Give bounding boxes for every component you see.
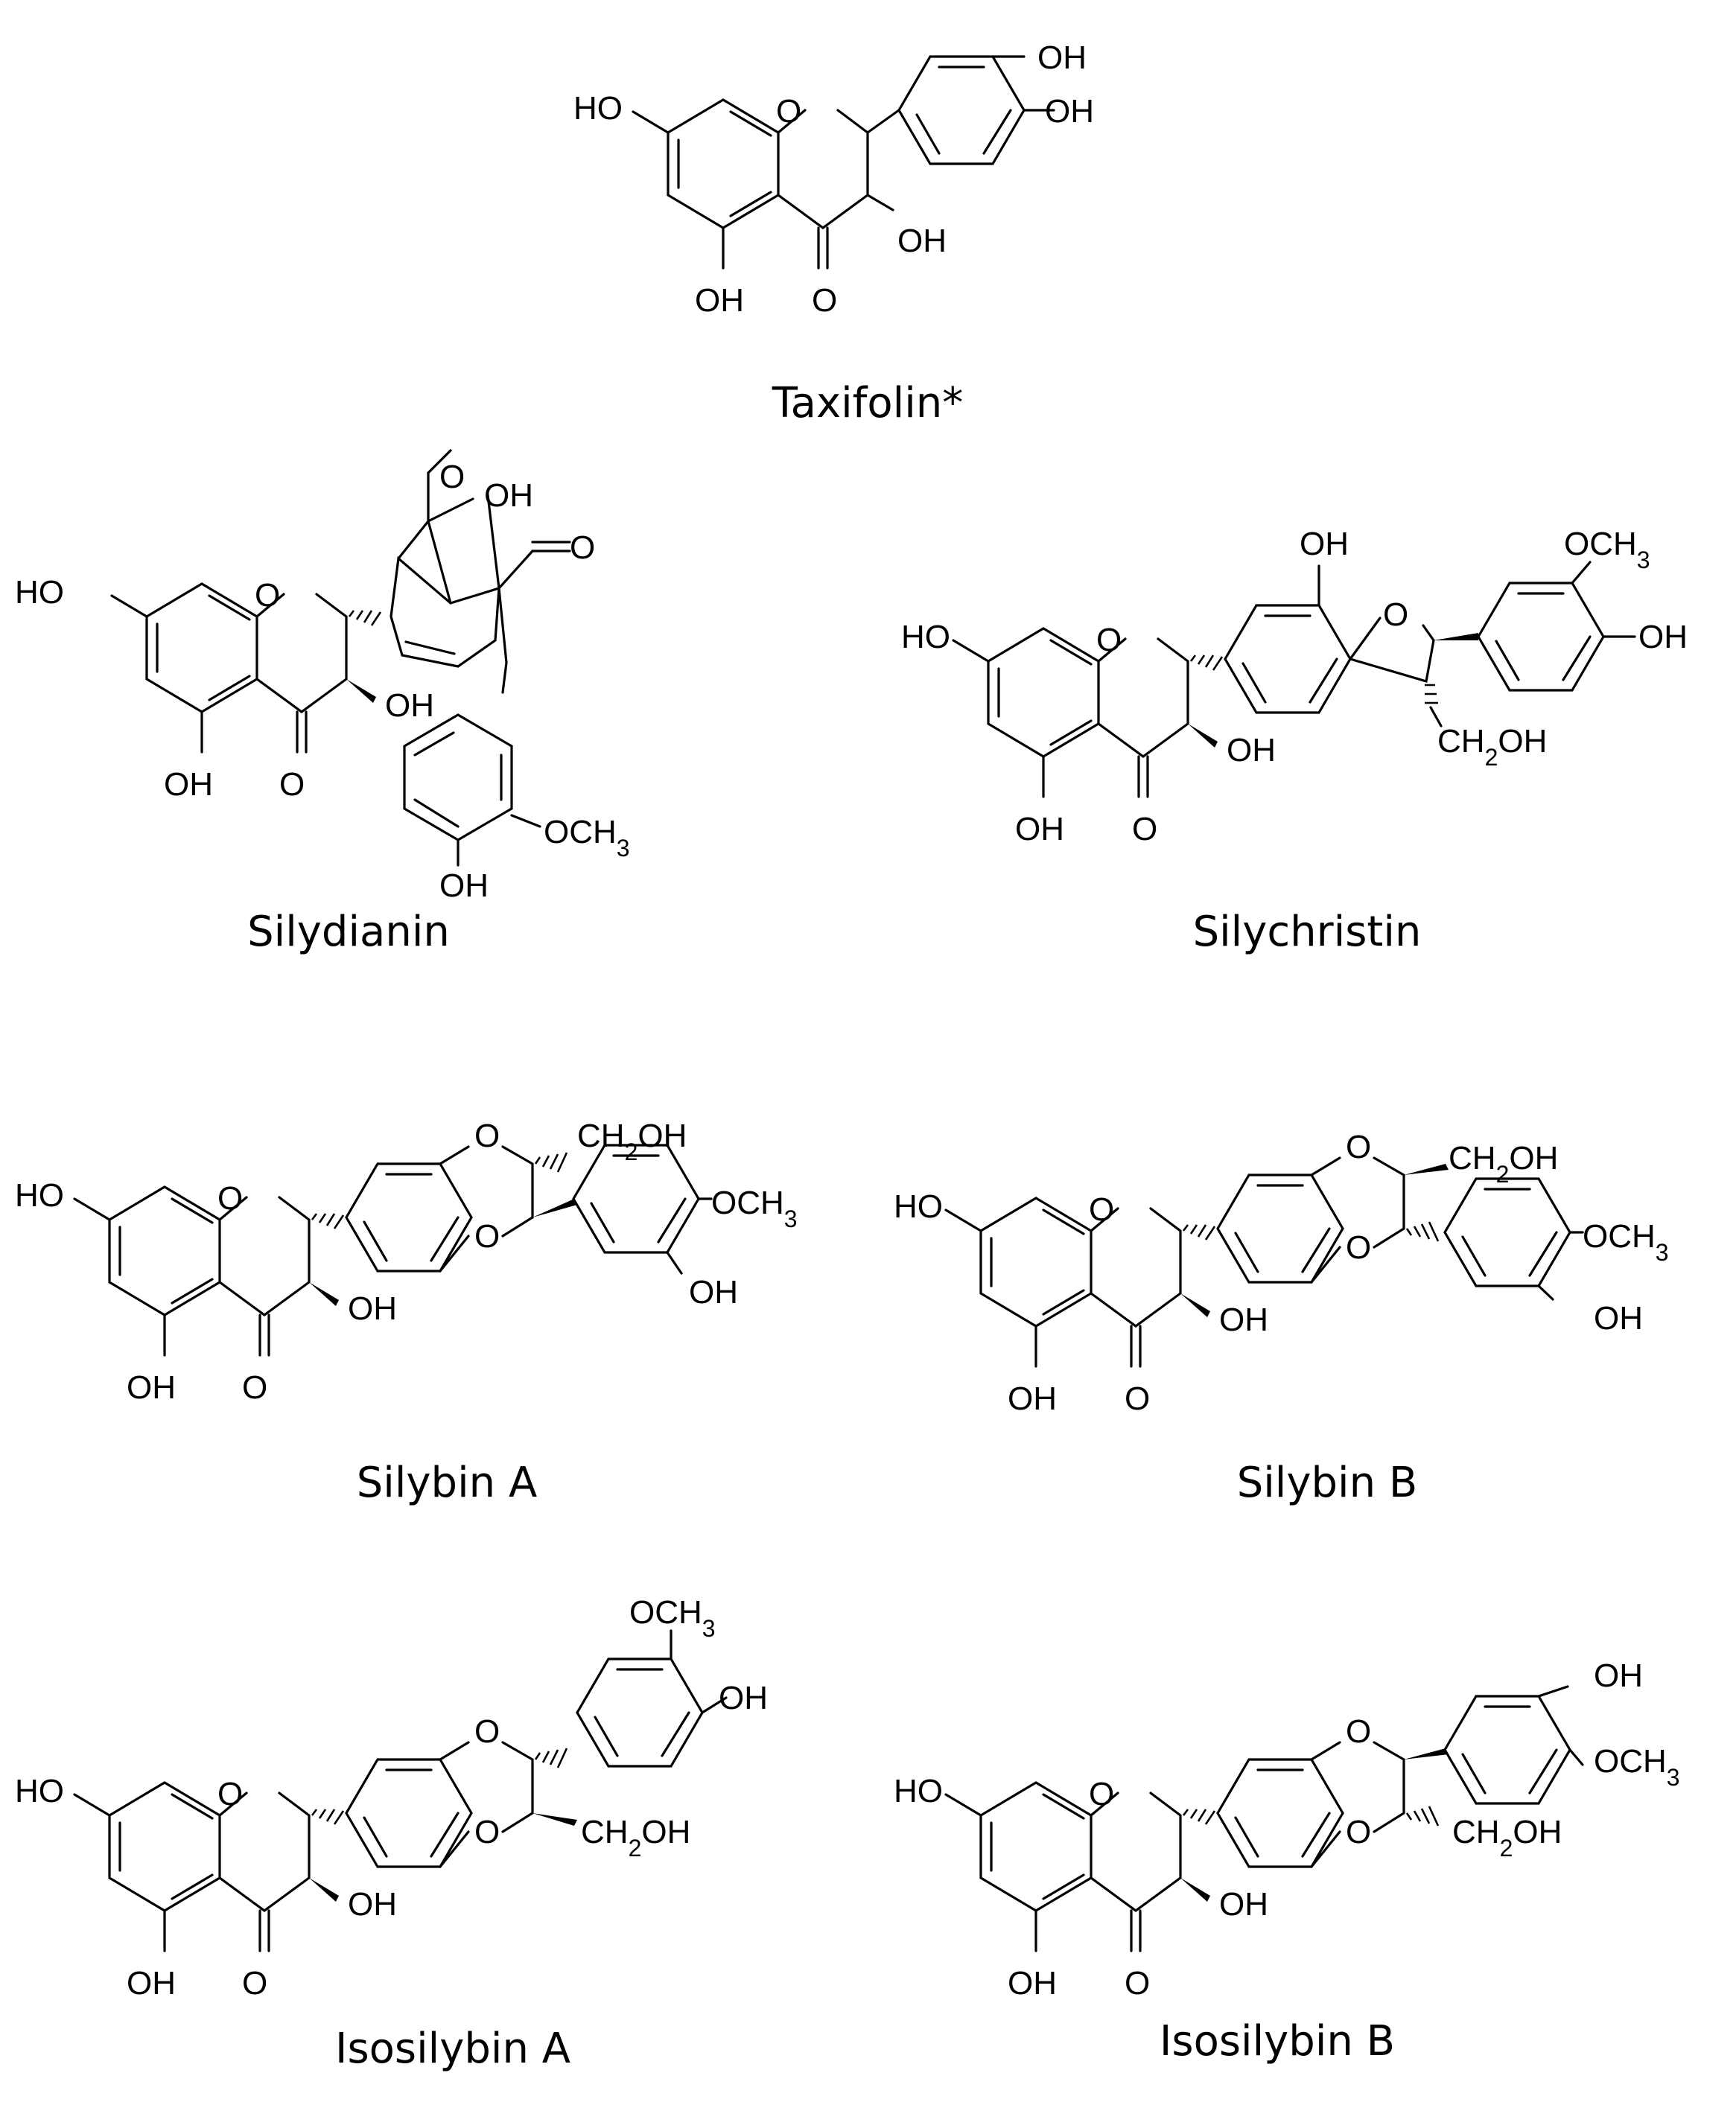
atom-label: CH2OH	[1452, 1814, 1562, 1862]
atom-label: OH	[1638, 619, 1688, 655]
atom-label: O	[242, 1369, 267, 1406]
atom-label: HO	[15, 1773, 64, 1809]
atom-label: OH	[1037, 39, 1087, 76]
atom-label: O	[279, 766, 305, 803]
silydianin-structure: O HO OH O OH O OH O OCH3 OH	[15, 449, 630, 904]
atom-label: OH	[689, 1274, 738, 1311]
atom-label: O	[474, 1218, 500, 1255]
atom-label: OH	[385, 687, 434, 724]
name-silybin-a: Silybin A	[357, 1459, 538, 1507]
atom-label: OH	[1008, 1965, 1057, 2001]
isosilybin-a-structure: O HO OH O OH O O CH2OH OCH3 OH	[15, 1594, 768, 2001]
atom-label: O	[217, 1776, 243, 1812]
atom-label: HO	[901, 619, 950, 655]
atom-label: O	[1346, 1814, 1371, 1850]
atom-label: O	[439, 459, 465, 495]
name-silybin-b: Silybin B	[1237, 1459, 1418, 1507]
atom-label: OH	[1015, 811, 1064, 847]
silybin-a-structure: O HO OH O OH O O CH2OH OCH3 OH	[15, 1118, 798, 1406]
atom-label: OH	[439, 867, 489, 904]
isosilybin-b-structure: O HO OH O OH O O CH2OH OH OCH3	[894, 1657, 1680, 2001]
atom-label: OCH3	[544, 814, 630, 862]
atom-label: O	[1125, 1380, 1150, 1417]
atom-label: O	[812, 282, 837, 319]
atom-label: OH	[897, 223, 947, 259]
atom-label: OH	[695, 282, 744, 319]
atom-label: CH2OH	[581, 1814, 690, 1862]
atom-label: OH	[1227, 732, 1276, 768]
atom-label: HO	[894, 1773, 943, 1809]
atom-label: OH	[127, 1369, 176, 1406]
atom-label: CH2OH	[577, 1118, 687, 1165]
name-taxifolin: Taxifolin*	[772, 379, 964, 427]
atom-label: O	[1096, 622, 1122, 658]
atom-label: O	[1125, 1965, 1150, 2001]
atom-label: O	[1346, 1129, 1371, 1165]
atom-label: O	[474, 1713, 500, 1750]
atom-label: CH2OH	[1437, 723, 1547, 771]
atom-label: OCH3	[1583, 1218, 1669, 1266]
atom-label: OH	[1594, 1300, 1643, 1337]
atom-label: OH	[127, 1965, 176, 2001]
atom-label: OH	[1219, 1302, 1268, 1338]
atom-label: OCH3	[711, 1185, 798, 1232]
atom-label: O	[1089, 1776, 1114, 1812]
silychristin-structure: O HO OH O OH OH O CH2OH OCH3 OH	[901, 526, 1688, 847]
atom-label: O	[1089, 1191, 1114, 1228]
atom-label: O	[474, 1814, 500, 1850]
atom-label: OH	[719, 1680, 768, 1716]
name-silydianin: Silydianin	[247, 908, 450, 956]
atom-label: OH	[1045, 93, 1094, 130]
atom-label: HO	[15, 574, 64, 611]
atom-label: OH	[1300, 526, 1349, 562]
atom-label: OCH3	[629, 1594, 716, 1642]
name-isosilybin-b: Isosilybin B	[1160, 2017, 1395, 2066]
atom-label: OH	[348, 1290, 397, 1327]
taxifolin-structure: O HO OH O OH OH OH	[573, 39, 1094, 319]
atom-label: OH	[484, 477, 533, 514]
atom-label: O	[1346, 1713, 1371, 1750]
atom-label: CH2OH	[1449, 1140, 1558, 1188]
atom-label: O	[570, 529, 595, 566]
atom-label: O	[255, 577, 280, 614]
atom-label: OCH3	[1594, 1743, 1680, 1791]
atom-label: OH	[348, 1886, 397, 1923]
atom-label: HO	[573, 90, 623, 127]
atom-label: O	[1346, 1229, 1371, 1266]
atom-label: OCH3	[1564, 526, 1650, 573]
atom-label: OH	[164, 766, 213, 803]
atom-label: O	[242, 1965, 267, 2001]
atom-label: O	[1383, 596, 1408, 633]
atom-label: O	[776, 93, 801, 130]
atom-label: HO	[894, 1188, 943, 1225]
atom-label: O	[474, 1118, 500, 1154]
atom-label: O	[217, 1180, 243, 1217]
atom-label: HO	[15, 1177, 64, 1214]
silybin-b-structure: O HO OH O OH O O CH2OH OCH3 OH	[894, 1129, 1669, 1417]
atom-label: OH	[1594, 1657, 1643, 1694]
name-isosilybin-a: Isosilybin A	[335, 2025, 570, 2073]
atom-label: O	[1132, 811, 1157, 847]
name-silychristin: Silychristin	[1193, 908, 1422, 956]
atom-label: OH	[1219, 1886, 1268, 1923]
atom-label: OH	[1008, 1380, 1057, 1417]
